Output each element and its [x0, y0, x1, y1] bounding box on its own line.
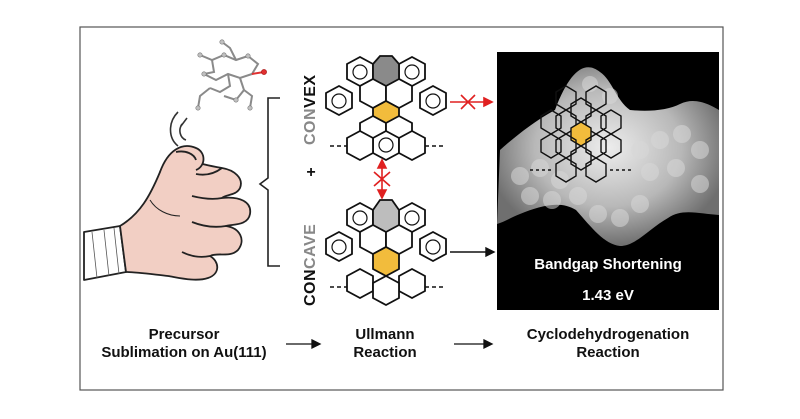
bandgap-title: Bandgap Shortening: [534, 256, 682, 273]
stm-overlay-structure: [530, 85, 632, 183]
flow-arrow-2: [454, 338, 494, 350]
concave-label: CONCAVE: [302, 223, 319, 306]
flick-motion-icon: [169, 111, 188, 147]
flow-arrow-1: [286, 338, 322, 350]
convex-inner-rings: [331, 64, 441, 153]
reaction-arrow-concave: [450, 246, 496, 258]
concave-molecule-structure: [325, 199, 447, 307]
plus-sign: +: [306, 164, 316, 181]
outer-frame: [79, 26, 724, 391]
bandgap-value: 1.43 eV: [582, 287, 634, 304]
branch-bracket: [258, 97, 280, 267]
convex-molecule-structure: [325, 55, 447, 162]
flicking-hand-icon: [83, 145, 252, 281]
cyclodehydrogenation-label: Cyclodehydrogenation Reaction: [526, 326, 690, 361]
precursor-molecule-3d-icon: [197, 41, 265, 109]
precursor-sublimation-label: Precursor Sublimation on Au(111): [101, 326, 267, 361]
convex-label: CONVEX: [302, 74, 319, 145]
ullmann-reaction-label: Ullmann Reaction: [353, 326, 417, 361]
blocked-conversion-arrow: [373, 158, 391, 200]
concave-inner-rings: [331, 210, 441, 255]
precursor-atoms: [195, 39, 267, 111]
blocked-cyclization-arrow: [450, 94, 494, 110]
